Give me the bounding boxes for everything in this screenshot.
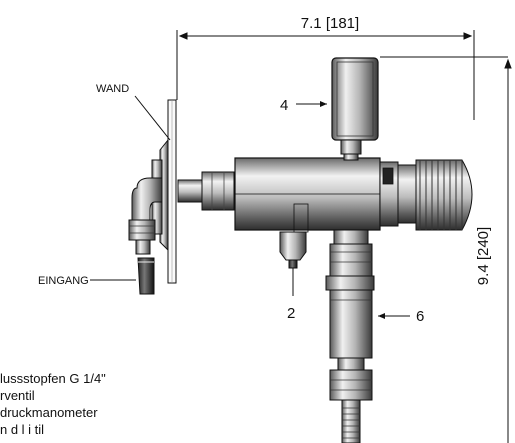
width-dimension-label: 7.1 [181] [301,15,359,32]
regulator-body [234,157,399,231]
inlet-label: EINGANG [38,275,89,287]
parts-legend: lussstopfen G 1/4" rventil druckmanomete… [0,370,106,438]
wall-leader [134,95,171,141]
wall-panel [167,99,177,284]
adjusting-knob [397,159,473,231]
legend-item: lussstopfen G 1/4" [0,371,106,386]
legend-item: n d l i til [0,422,45,437]
legend-item: druckmanometer [0,405,98,420]
callout-4: 4 [280,97,288,114]
inlet-elbow [128,177,163,255]
callout-6: 6 [416,308,424,325]
wall-label: WAND [96,83,129,95]
height-dimension-label: 9.4 [240] [475,227,492,285]
callout-2: 2 [287,305,295,322]
legend-item: rventil [0,388,35,403]
connection-nut [177,171,235,211]
outlet-valve [325,229,375,443]
inlet-pipe [137,257,155,295]
height-dimension [380,56,512,443]
relief-valve [279,203,309,296]
width-dimension [176,30,475,120]
pressure-gauge [331,57,379,161]
